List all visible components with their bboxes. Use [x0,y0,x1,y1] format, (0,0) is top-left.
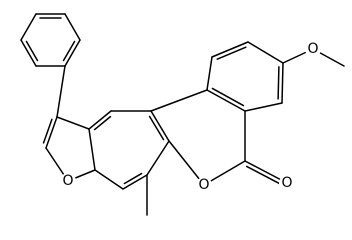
bond-24 [150,89,208,112]
atom-o-lactone-mask [196,177,212,193]
atom-o-furan-mask [60,173,76,189]
bond-2 [64,39,81,67]
bond-17 [94,169,124,190]
bond-26-double [216,46,247,60]
atom-o-methoxy: O [305,41,321,57]
atom-o-furan: O [60,173,76,189]
bond-28-double [277,66,280,100]
bond-7 [45,116,58,149]
atom-o-furan-label: O [62,173,73,189]
bond-11 [56,116,90,130]
bond-4-double [25,40,39,62]
atom-o-carbonyl: O [279,175,295,191]
bond-27 [247,41,284,64]
bond-1 [64,13,81,41]
atom-o-lactone-label: O [198,177,209,193]
atom-o-carbonyl-mask [279,175,295,191]
atom-label-layer: O O O O [60,41,321,193]
bond-26 [211,41,249,58]
bond-19 [168,140,205,186]
bond-16 [122,174,148,190]
atom-o-methoxy-label: O [307,41,318,57]
bond-7-double [42,118,53,144]
molecule-diagram: O O O O [20,13,345,216]
bond-12-double [93,115,112,131]
bond-2-double [62,40,76,62]
atom-o-lactone: O [196,177,212,193]
bond-16-double [123,172,143,185]
bond-6 [56,65,66,118]
bond-23-double [211,87,245,107]
bond-10 [88,128,96,171]
bond-14 [150,110,170,142]
bond-25 [206,56,213,91]
atom-o-carbonyl-label: O [281,175,292,191]
bond-14-double [148,115,165,141]
bond-29 [244,102,283,112]
bond-12 [88,110,112,130]
bond-4 [20,39,37,67]
bond-23 [206,89,246,112]
atom-o-methoxy-mask [305,41,321,57]
bond-15 [146,140,170,176]
bond-5 [20,13,37,41]
bond-28 [281,62,284,104]
bond-21-double [245,165,283,186]
